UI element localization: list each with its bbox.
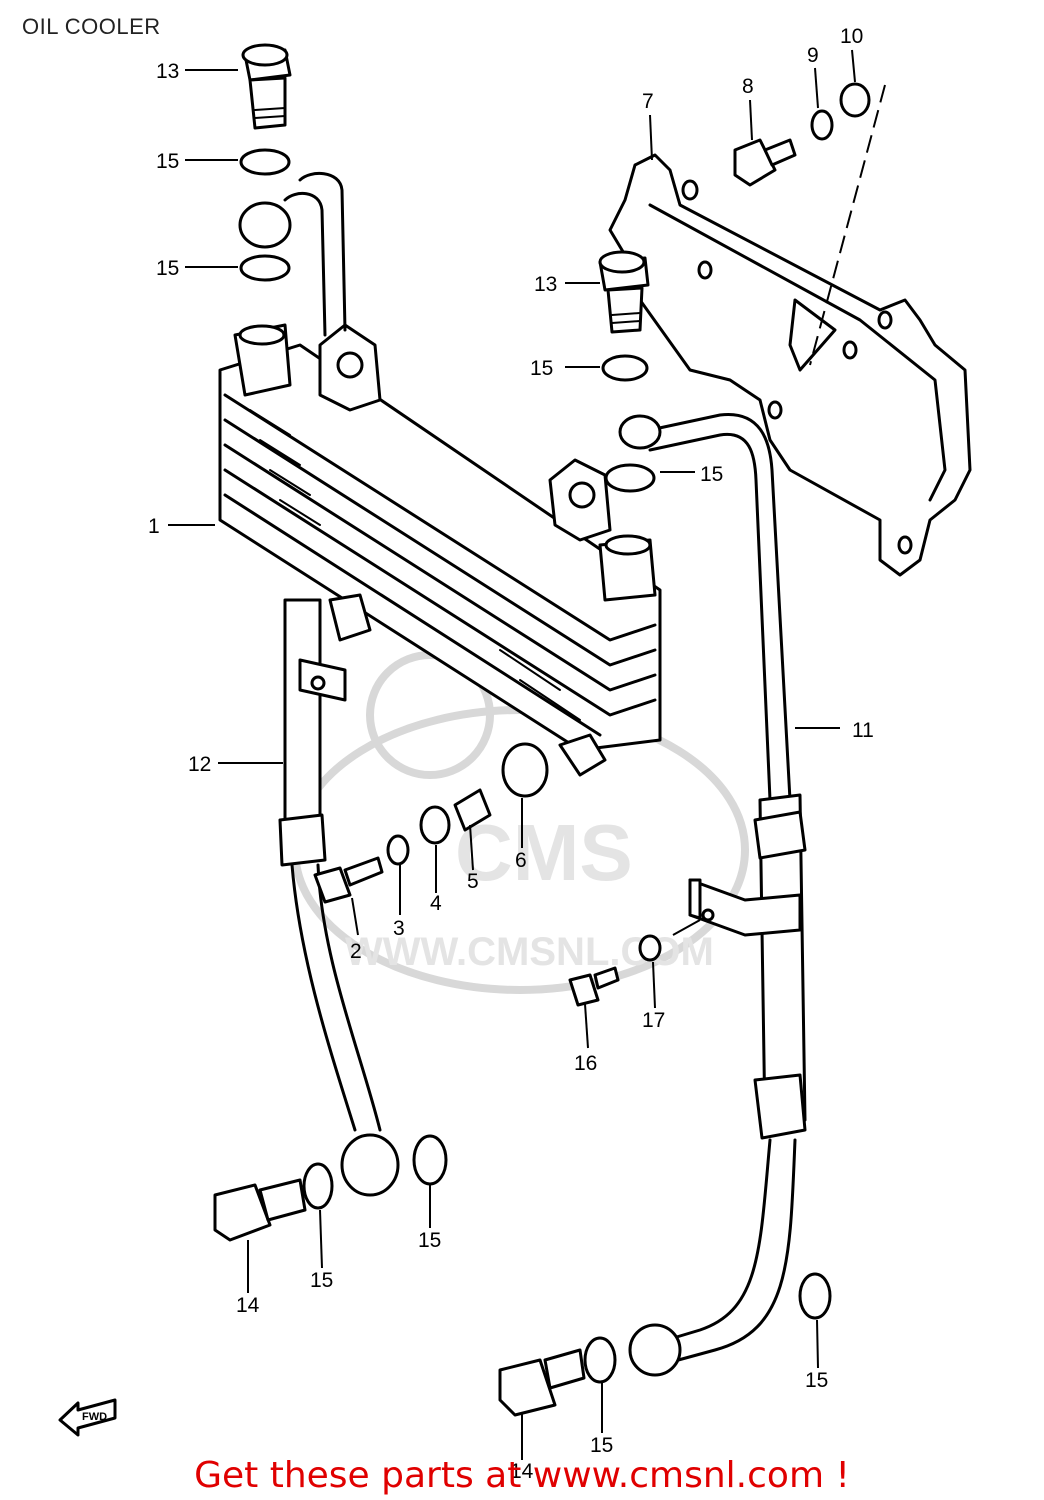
mounting-bracket: [608, 153, 972, 577]
callout-13-top: 13: [156, 60, 179, 83]
banjo-bolt-top: [241, 43, 292, 130]
bolt-8: [733, 138, 797, 187]
drain-bolt-14-right: [498, 1348, 586, 1417]
callout-16: 16: [574, 1052, 597, 1075]
gasket-washers: [239, 148, 832, 1384]
callout-15-a: 15: [156, 150, 179, 173]
callout-15-g: 15: [590, 1434, 613, 1457]
callout-2: 2: [350, 940, 362, 963]
oil-hose-left: [238, 171, 400, 1197]
promo-banner-link[interactable]: Get these parts at www.cmsnl.com !: [194, 1455, 850, 1496]
banjo-bolt-mid: [598, 250, 650, 334]
callout-10: 10: [840, 25, 863, 48]
callout-14-left: 14: [236, 1294, 260, 1317]
watermark-brand: CMS: [455, 808, 633, 897]
callout-12: 12: [188, 753, 211, 776]
callout-14-right: 14: [510, 1460, 534, 1483]
drain-bolt-14-left: [213, 1178, 307, 1242]
callout-3: 3: [393, 917, 405, 940]
callout-13-mid: 13: [534, 273, 557, 296]
callout-5: 5: [467, 870, 479, 893]
callout-4: 4: [430, 892, 442, 915]
callout-11: 11: [852, 719, 874, 742]
oil-cooler-core: [218, 323, 662, 777]
bolt-2: [313, 856, 384, 904]
callout-15-b: 15: [156, 257, 179, 280]
leader-lines: [168, 49, 886, 1460]
callout-1: 1: [148, 515, 160, 538]
callout-9: 9: [807, 44, 819, 67]
fwd-arrow-icon: FWD: [58, 1398, 117, 1437]
callout-15-e: 15: [310, 1269, 333, 1292]
callout-15-c: 15: [530, 357, 553, 380]
callout-7: 7: [642, 90, 654, 113]
bolt-16: [568, 966, 620, 1007]
small-washers: [386, 82, 871, 962]
page-title: OIL COOLER: [22, 14, 161, 39]
callout-8: 8: [742, 75, 754, 98]
callout-labels: 13 15 15 7 8 9 10 13 15 15 1 11 12 2 3 4…: [148, 25, 874, 1483]
callout-17: 17: [642, 1009, 665, 1032]
callout-15-h: 15: [805, 1369, 828, 1392]
callout-6: 6: [515, 849, 527, 872]
fwd-label: FWD: [82, 1411, 107, 1423]
oil-hose-right: [618, 412, 807, 1377]
callout-15-d: 15: [700, 463, 723, 486]
callout-15-f: 15: [418, 1229, 441, 1252]
